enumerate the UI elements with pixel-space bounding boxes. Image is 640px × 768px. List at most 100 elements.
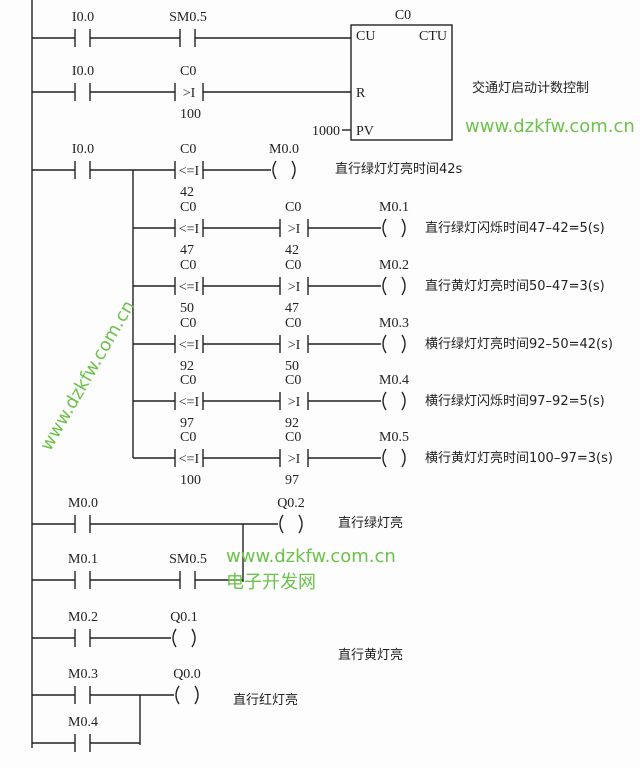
compare-operator: <=I [179, 222, 200, 237]
coil-label: Q0.2 [277, 496, 305, 511]
compare-operand: C0 [285, 430, 301, 445]
compare-operator: <=I [179, 280, 200, 295]
compare-value: 92 [180, 359, 194, 374]
coil-right [401, 218, 406, 238]
compare-value: 42 [285, 243, 299, 258]
contact [74, 734, 91, 752]
rung-comment: 横行绿灯灯亮时间92–50=42(s) [425, 336, 613, 352]
compare-operator: <=I [179, 452, 200, 467]
contact-label: I0.0 [72, 10, 94, 25]
compare-value: 42 [180, 185, 194, 200]
compare-operand: C0 [180, 200, 196, 215]
coil-left [382, 334, 387, 354]
coil-right [194, 685, 199, 705]
coil-right [401, 276, 406, 296]
contact [74, 686, 91, 704]
coil-left [382, 276, 387, 296]
compare-operator: >I [288, 222, 301, 237]
compare-operand: C0 [180, 430, 196, 445]
coil-label: Q0.1 [170, 610, 198, 625]
compare-operator: >I [288, 452, 301, 467]
compare-value: 100 [180, 107, 201, 122]
compare-operand: C0 [285, 316, 301, 331]
counter-preset: 1000 [312, 124, 340, 139]
compare-operand: C0 [180, 64, 196, 79]
compare-value: 47 [285, 301, 299, 316]
compare-operand: C0 [285, 258, 301, 273]
coil-left [382, 391, 387, 411]
compare-operator: >I [288, 338, 301, 353]
contact [74, 29, 91, 47]
coil-right [401, 334, 406, 354]
contact [74, 161, 91, 179]
coil-label: M0.0 [269, 142, 299, 157]
contact-label: M0.2 [68, 610, 98, 625]
compare-operator: <=I [179, 395, 200, 410]
compare-value: 100 [180, 473, 201, 488]
coil-left [382, 448, 387, 468]
counter-pv-pin: PV [356, 124, 374, 139]
compare-value: 92 [285, 416, 299, 431]
coil-left [175, 685, 180, 705]
coil-left [172, 628, 177, 648]
coil-left [382, 218, 387, 238]
compare-value: 97 [180, 416, 194, 431]
contact [74, 629, 91, 647]
compare-operator: <=I [179, 164, 200, 179]
coil-label: M0.3 [379, 316, 409, 331]
coil-label: M0.5 [379, 430, 409, 445]
counter-r-pin: R [356, 86, 366, 101]
coil-right [298, 514, 303, 534]
compare-operand: C0 [180, 316, 196, 331]
compare-operand: C0 [285, 373, 301, 388]
compare-operand: C0 [285, 200, 301, 215]
compare-operator: >I [288, 280, 301, 295]
counter-name: C0 [395, 8, 411, 23]
coil-label: Q0.0 [173, 667, 201, 682]
watermark-url: www.dzkfw.com.cn [465, 116, 635, 137]
contact [74, 515, 91, 533]
compare-operand: C0 [180, 373, 196, 388]
watermark-site-name: 电子开发网 [226, 572, 316, 593]
coil-right [291, 160, 296, 180]
coil-label: M0.2 [379, 258, 409, 273]
counter-type: CTU [419, 29, 447, 44]
rung-comment: 直行黄灯亮 [338, 647, 403, 663]
counter-box [350, 24, 453, 141]
contact [179, 29, 196, 47]
contact [74, 83, 91, 101]
contact-label: SM0.5 [169, 552, 207, 567]
compare-value: 50 [180, 301, 194, 316]
compare-value: 97 [285, 473, 299, 488]
contact-label: M0.3 [68, 667, 98, 682]
contact [74, 571, 91, 589]
coil-right [191, 628, 196, 648]
counter-comment: 交通灯启动计数控制 [472, 80, 589, 96]
compare-operator: >I [183, 86, 196, 101]
watermark-url: www.dzkfw.com.cn [36, 297, 139, 455]
coil-label: M0.1 [379, 200, 409, 215]
coil-right [401, 448, 406, 468]
compare-operand: C0 [180, 258, 196, 273]
rung-comment: 直行绿灯亮 [338, 515, 403, 531]
counter-cu-pin: CU [356, 29, 375, 44]
coil-left [272, 160, 277, 180]
coil-label: M0.4 [379, 373, 409, 388]
contact-label: M0.0 [68, 496, 98, 511]
contact-label: M0.1 [68, 552, 98, 567]
rung-comment: 横行黄灯灯亮时间100–97=3(s) [425, 450, 613, 466]
compare-value: 50 [285, 359, 299, 374]
rung-comment: 直行绿灯闪烁时间47–42=5(s) [425, 221, 605, 236]
coil-left [279, 514, 284, 534]
rung-comment: 横行绿灯闪烁时间97–92=5(s) [425, 394, 605, 409]
watermark-url: www.dzkfw.com.cn [226, 546, 396, 567]
contact-label: M0.4 [68, 715, 98, 730]
rung-comment: 直行绿灯灯亮时间42s [335, 161, 463, 177]
contact-label: SM0.5 [169, 10, 207, 25]
compare-operator: >I [288, 395, 301, 410]
compare-value: 47 [180, 243, 194, 258]
contact-label: I0.0 [72, 64, 94, 79]
contact-label: I0.0 [72, 142, 94, 157]
